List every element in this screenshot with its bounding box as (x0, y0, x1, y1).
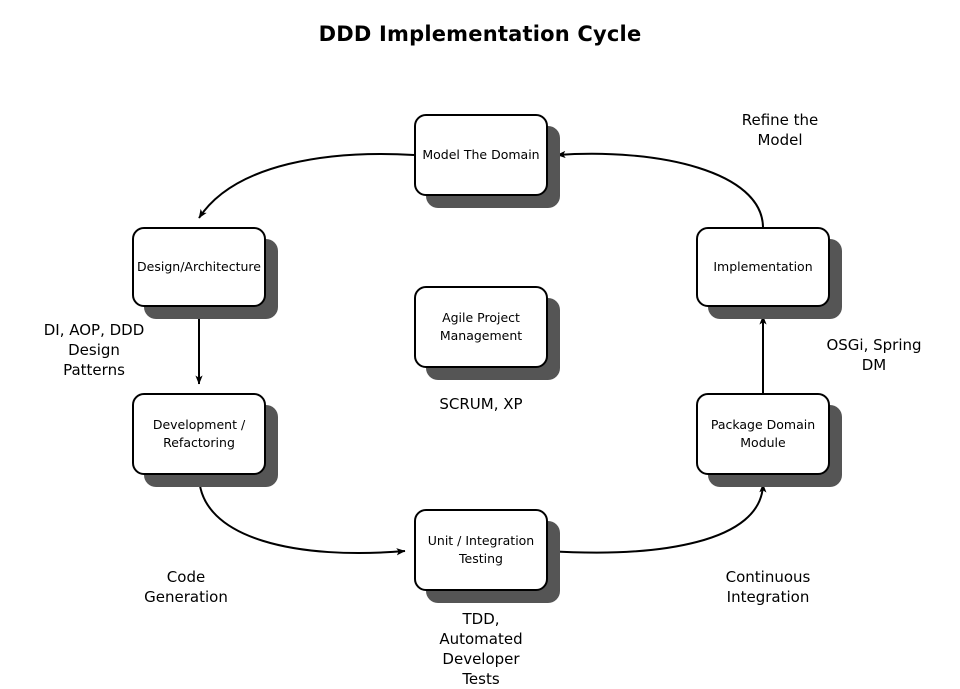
annotation-refine-the-model: Refine the Model (741, 111, 819, 149)
node-label-model-the-domain: Model The Domain (422, 147, 540, 163)
node-label-package-domain-module: Package Domain Module (710, 417, 816, 450)
annotation-tdd-automated-developer-tests: TDD, Automated Developer Tests (439, 610, 523, 688)
annotation-di-aop-ddd: DI, AOP, DDD Design Patterns (43, 321, 145, 379)
page-title: DDD Implementation Cycle (318, 22, 642, 46)
connector-model-to-design (198, 153, 415, 219)
node-implementation[interactable]: Implementation (696, 227, 830, 307)
node-development-refactoring[interactable]: Development / Refactoring (132, 393, 266, 475)
node-label-design-architecture: Design/Architecture (137, 259, 261, 275)
connector-implementation-to-model (556, 150, 764, 228)
connector-testing-to-package (547, 483, 767, 554)
node-design-architecture[interactable]: Design/Architecture (132, 227, 266, 307)
node-label-implementation: Implementation (713, 259, 813, 275)
annotation-continuous-integration: Continuous Integration (725, 568, 811, 606)
annotation-code-generation: Code Generation (144, 568, 228, 606)
node-model-the-domain[interactable]: Model The Domain (414, 114, 548, 196)
node-package-domain-module[interactable]: Package Domain Module (696, 393, 830, 475)
annotation-scrum-xp: SCRUM, XP (439, 395, 523, 413)
node-label-agile-project-management: Agile Project Management (439, 310, 523, 343)
node-label-unit-integration-testing: Unit / Integration Testing (427, 533, 535, 566)
node-agile-project-management[interactable]: Agile Project Management (414, 286, 548, 368)
annotation-osgi-spring-dm: OSGi, Spring DM (826, 336, 922, 374)
connector-development-to-testing (198, 474, 406, 556)
node-label-development-refactoring: Development / Refactoring (152, 417, 246, 450)
node-unit-integration-testing[interactable]: Unit / Integration Testing (414, 509, 548, 591)
